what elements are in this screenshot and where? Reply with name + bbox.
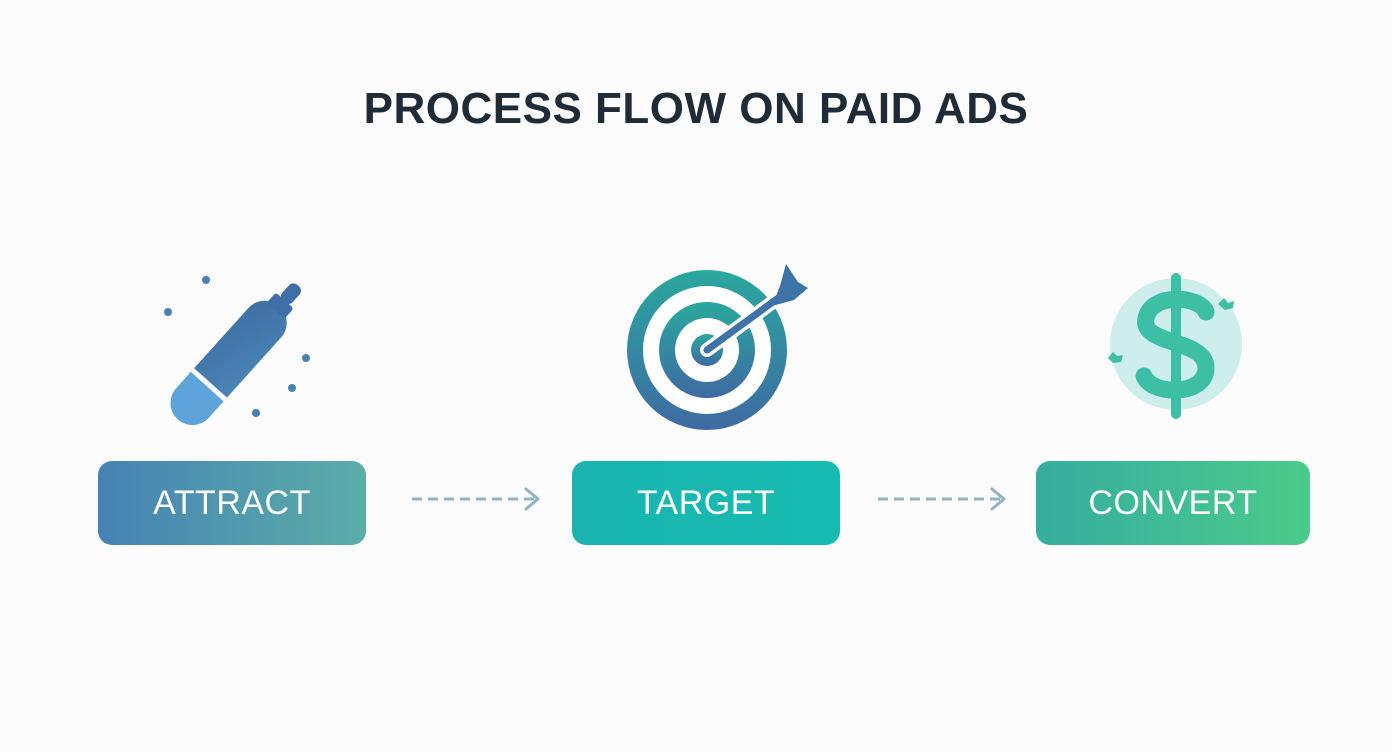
connector-arrow-1 xyxy=(410,484,546,514)
target-arrow-icon xyxy=(622,262,812,437)
step-label: TARGET xyxy=(636,483,776,522)
dollar-sign-icon xyxy=(1100,272,1250,422)
step-target: TARGET xyxy=(572,461,840,545)
diagram-title: PROCESS FLOW ON PAID ADS xyxy=(363,84,1029,133)
step-label: ATTRACT xyxy=(153,483,311,522)
pill-capsule-icon xyxy=(150,262,330,432)
step-convert: CONVERT xyxy=(1036,461,1310,545)
step-attract: ATTRACT xyxy=(98,461,366,545)
step-label: CONVERT xyxy=(1088,483,1258,522)
connector-arrow-2 xyxy=(876,484,1012,514)
